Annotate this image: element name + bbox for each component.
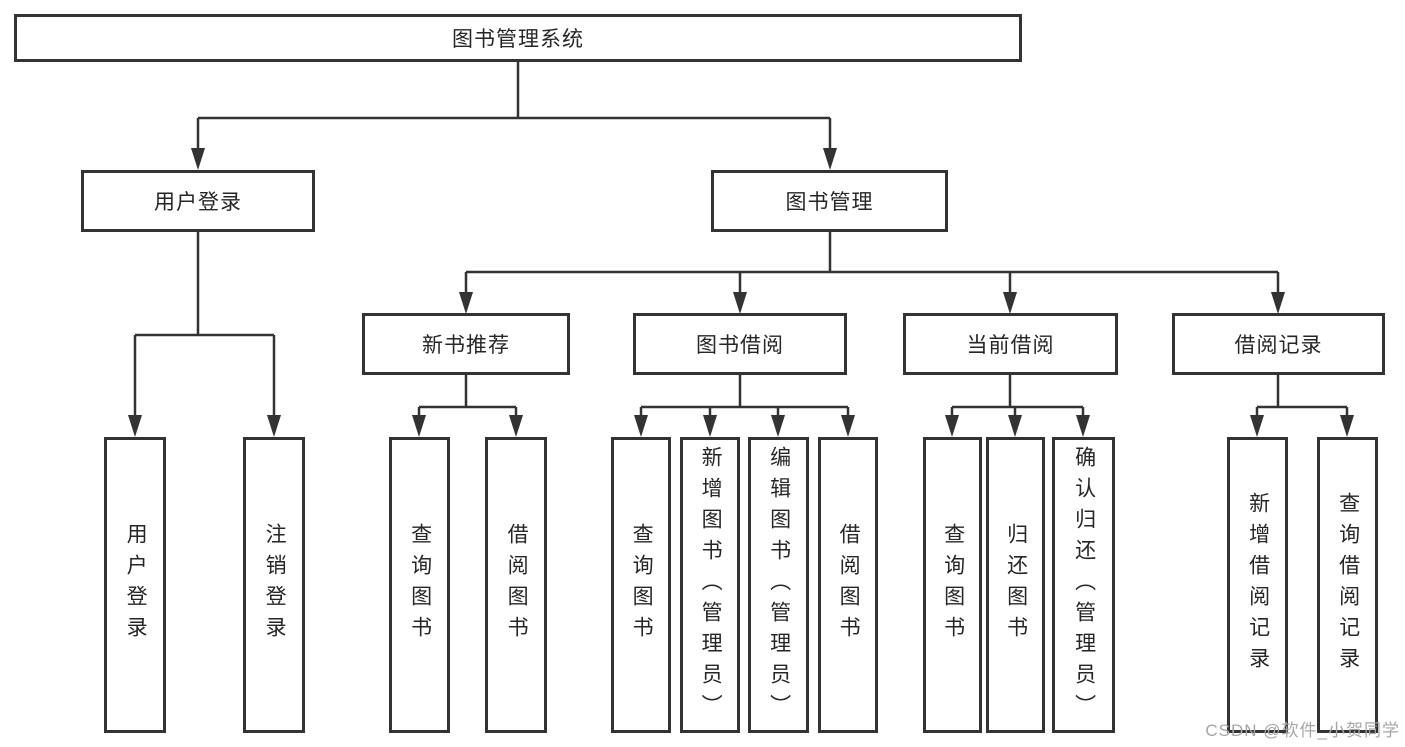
arrowheads-records-leaves [1250, 415, 1354, 437]
leaf-borrow-book-recommend: 借阅图书 [485, 437, 547, 733]
edge-mgmt-to-level3 [464, 232, 1280, 294]
node-book-management: 图书管理 [711, 170, 948, 232]
edge-bookborrow-to-leaves [639, 375, 850, 417]
leaf-label: 查询图书 [408, 523, 432, 647]
leaf-add-borrow-record: 新增借阅记录 [1227, 437, 1288, 733]
leaf-label: 查询图书 [941, 523, 965, 647]
leaf-logout: 注销登录 [243, 437, 305, 733]
node-user-login: 用户登录 [81, 170, 315, 232]
leaf-edit-book-admin: 编辑图书（管理员） [748, 437, 809, 733]
arrowheads-level3 [459, 292, 1285, 314]
leaf-label: 新增借阅记录 [1246, 492, 1270, 678]
leaf-label: 新增图书（管理员） [699, 445, 723, 725]
node-library-management-system: 图书管理系统 [14, 14, 1022, 62]
leaf-return-book: 归还图书 [986, 437, 1045, 733]
arrowheads-login-leaves [128, 415, 281, 437]
node-label: 借阅记录 [1234, 334, 1323, 357]
leaf-label: 查询借阅记录 [1336, 492, 1360, 678]
watermark: CSDN @软件_小贺同学 [1205, 721, 1400, 740]
leaf-borrow-book: 借阅图书 [818, 437, 878, 733]
node-new-book-recommend: 新书推荐 [362, 313, 570, 375]
edge-login-to-leaves [133, 232, 276, 417]
leaf-query-borrow-record: 查询借阅记录 [1317, 437, 1378, 733]
node-label: 图书管理系统 [452, 28, 584, 51]
arrowheads-recommend-leaves [412, 415, 523, 437]
arrowheads-bookborrow-leaves [634, 415, 855, 437]
leaf-user-login: 用户登录 [104, 437, 166, 733]
node-label: 图书借阅 [696, 334, 784, 357]
leaf-label: 借阅图书 [837, 523, 861, 647]
edge-current-to-leaves [950, 375, 1085, 417]
leaf-query-book-recommend: 查询图书 [389, 437, 450, 733]
leaf-label: 确认归还（管理员） [1072, 445, 1096, 725]
edge-root-to-level2 [196, 62, 832, 150]
leaf-query-book-current: 查询图书 [923, 437, 982, 733]
node-borrow-records: 借阅记录 [1172, 313, 1385, 375]
leaf-query-book-borrow: 查询图书 [611, 437, 671, 733]
leaf-label: 归还图书 [1004, 523, 1028, 647]
node-label: 新书推荐 [422, 334, 510, 357]
edge-recommend-to-leaves [417, 375, 518, 417]
node-label: 图书管理 [785, 191, 874, 214]
node-current-borrow: 当前借阅 [903, 313, 1118, 375]
arrowheads-current-leaves [945, 415, 1090, 437]
leaf-label: 注销登录 [263, 523, 287, 647]
leaf-confirm-return-admin: 确认归还（管理员） [1052, 437, 1115, 733]
node-label: 用户登录 [154, 191, 242, 214]
arrowheads-level2 [191, 148, 837, 170]
leaf-label: 编辑图书（管理员） [767, 445, 791, 725]
node-label: 当前借阅 [966, 334, 1055, 357]
edge-records-to-leaves [1255, 375, 1349, 417]
node-book-borrow: 图书借阅 [633, 313, 847, 375]
leaf-add-book-admin: 新增图书（管理员） [680, 437, 740, 733]
leaf-label: 用户登录 [124, 523, 148, 647]
leaf-label: 借阅图书 [505, 523, 529, 647]
leaf-label: 查询图书 [630, 523, 654, 647]
